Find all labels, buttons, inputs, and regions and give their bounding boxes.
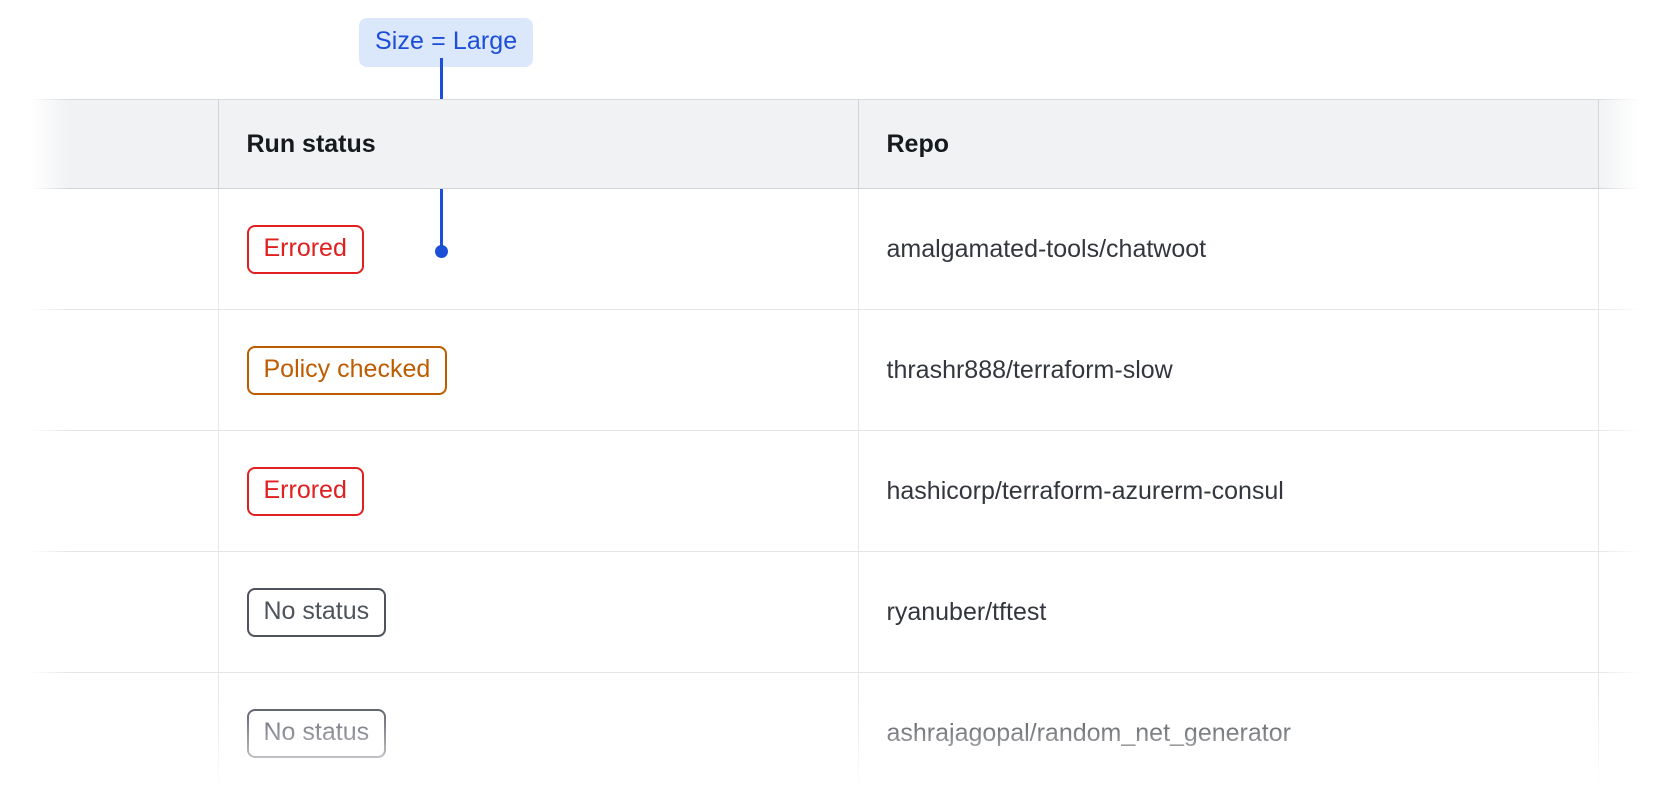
row-run-status-cell: Errored xyxy=(218,188,859,310)
repo-name: amalgamated-tools/chatwoot xyxy=(886,234,1207,263)
repo-name: ryanuber/tftest xyxy=(886,597,1047,626)
row-select-cell[interactable] xyxy=(0,309,219,431)
row-extra-cell xyxy=(1598,551,1672,673)
row-select-cell[interactable] xyxy=(0,551,219,673)
repo-name: hashicorp/terraform-azurerm-consul xyxy=(886,476,1284,505)
size-annotation-label: Size = Large xyxy=(359,18,534,67)
table-scroll-container[interactable]: Run status Repo Errored amalgamated-tool… xyxy=(0,99,1672,788)
table-row[interactable]: Errored amalgamated-tools/chatwoot xyxy=(0,188,1672,310)
column-header-run-status[interactable]: Run status xyxy=(218,99,859,189)
repo-name: thrashr888/terraform-slow xyxy=(886,355,1173,384)
table-body: Errored amalgamated-tools/chatwoot Polic… xyxy=(0,188,1672,788)
status-badge: No status xyxy=(246,587,387,637)
row-extra-cell xyxy=(1598,188,1672,310)
status-badge: Errored xyxy=(246,224,364,274)
table-row[interactable]: Policy checked thrashr888/terraform-slow xyxy=(0,309,1672,431)
row-run-status-cell: Policy checked xyxy=(218,309,859,431)
table-row[interactable]: No status ashrajagopal/random_net_genera… xyxy=(0,672,1672,788)
row-run-status-cell: Errored xyxy=(218,430,859,552)
table-header-row: Run status Repo xyxy=(0,99,1672,189)
row-extra-cell xyxy=(1598,430,1672,552)
column-header-extra[interactable] xyxy=(1598,99,1672,189)
row-extra-cell xyxy=(1598,672,1672,788)
status-badge: Policy checked xyxy=(246,345,448,395)
row-extra-cell xyxy=(1598,309,1672,431)
row-run-status-cell: No status xyxy=(218,551,859,673)
row-repo-cell: hashicorp/terraform-azurerm-consul xyxy=(858,430,1599,552)
row-select-cell[interactable] xyxy=(0,188,219,310)
row-select-cell[interactable] xyxy=(0,672,219,788)
table-row[interactable]: No status ryanuber/tftest xyxy=(0,551,1672,673)
table-row[interactable]: Errored hashicorp/terraform-azurerm-cons… xyxy=(0,430,1672,552)
row-repo-cell: ryanuber/tftest xyxy=(858,551,1599,673)
row-repo-cell: amalgamated-tools/chatwoot xyxy=(858,188,1599,310)
column-header-repo[interactable]: Repo xyxy=(858,99,1599,189)
row-select-cell[interactable] xyxy=(0,430,219,552)
status-badge: Errored xyxy=(246,466,364,516)
status-badge: No status xyxy=(246,708,387,758)
row-run-status-cell: No status xyxy=(218,672,859,788)
repo-name: ashrajagopal/random_net_generator xyxy=(886,718,1291,747)
row-repo-cell: thrashr888/terraform-slow xyxy=(858,309,1599,431)
runs-table: Run status Repo Errored amalgamated-tool… xyxy=(0,99,1672,788)
column-header-select[interactable] xyxy=(0,99,219,189)
table-header: Run status Repo xyxy=(0,99,1672,189)
row-repo-cell: ashrajagopal/random_net_generator xyxy=(858,672,1599,788)
